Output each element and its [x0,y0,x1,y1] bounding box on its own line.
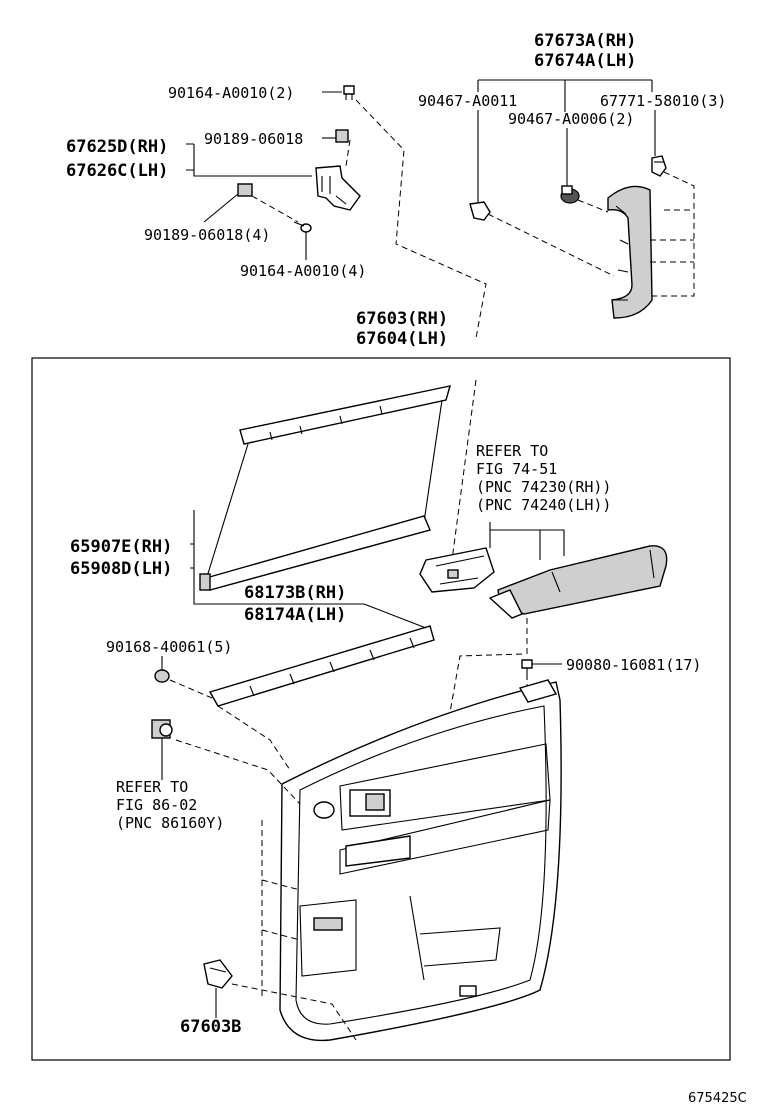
screw-top [343,85,355,100]
label-trim-panel-rh: 67673A(RH) [534,31,636,51]
nut-06018-4 [237,183,253,197]
label-clip-a0006: 90467-A0006(2) [508,110,634,128]
label-bracket-rh: 67625D(RH) [66,137,168,157]
label-strip-lh: 68174A(LH) [244,605,346,625]
upper-strip [208,625,435,707]
clip-90467-a0011 [469,201,491,221]
label-trim-panel-lh: 67674A(LH) [534,51,636,71]
nut-06018 [335,129,349,143]
clip-67603b [203,959,233,989]
clip-67771 [651,155,667,177]
label-refer-74-line2: FIG 74-51 [476,460,557,478]
label-clip-40061: 90168-40061(5) [106,638,232,656]
clip-90168 [154,669,170,683]
clip-90467-a0006 [560,185,580,204]
screw-4 [293,221,312,233]
label-clip-67603b: 67603B [180,1017,241,1037]
label-refer-86-line2: FIG 86-02 [116,796,197,814]
label-board-lh: 67604(LH) [356,329,448,349]
label-shade-rh: 65907E(RH) [70,537,172,557]
label-refer-74-line1: REFER TO [476,442,548,460]
armrest [488,545,668,619]
label-clip-a0011: 90467-A0011 [418,92,517,110]
label-refer-86-line3: (PNC 86160Y) [116,814,224,832]
bracket [315,165,361,211]
label-screw-4: 90164-A0010(4) [240,262,366,280]
label-bracket-lh: 67626C(LH) [66,161,168,181]
assembly-frame [31,357,731,1061]
clip-socket-86160 [151,719,173,739]
label-refer-86-line1: REFER TO [116,778,188,796]
label-screw-top: 90164-A0010(2) [168,84,294,102]
label-refer-74-line3: (PNC 74230(RH)) [476,478,611,496]
screw-90080 [521,659,533,680]
label-screw-16081: 90080-16081(17) [566,656,701,674]
label-nut-06018-4: 90189-06018(4) [144,226,270,244]
figure-code: 675425C [688,1091,747,1106]
door-trim-board [279,679,562,1042]
label-nut-06018: 90189-06018 [204,130,303,148]
label-refer-74-line4: (PNC 74240(LH)) [476,496,611,514]
label-board-rh: 67603(RH) [356,309,448,329]
window-shade [199,385,451,591]
label-clip-58010: 67771-58010(3) [600,92,726,110]
upper-trim-panel [607,185,653,319]
label-strip-rh: 68173B(RH) [244,583,346,603]
label-shade-lh: 65908D(LH) [70,559,172,579]
handle-bezel [419,547,495,593]
